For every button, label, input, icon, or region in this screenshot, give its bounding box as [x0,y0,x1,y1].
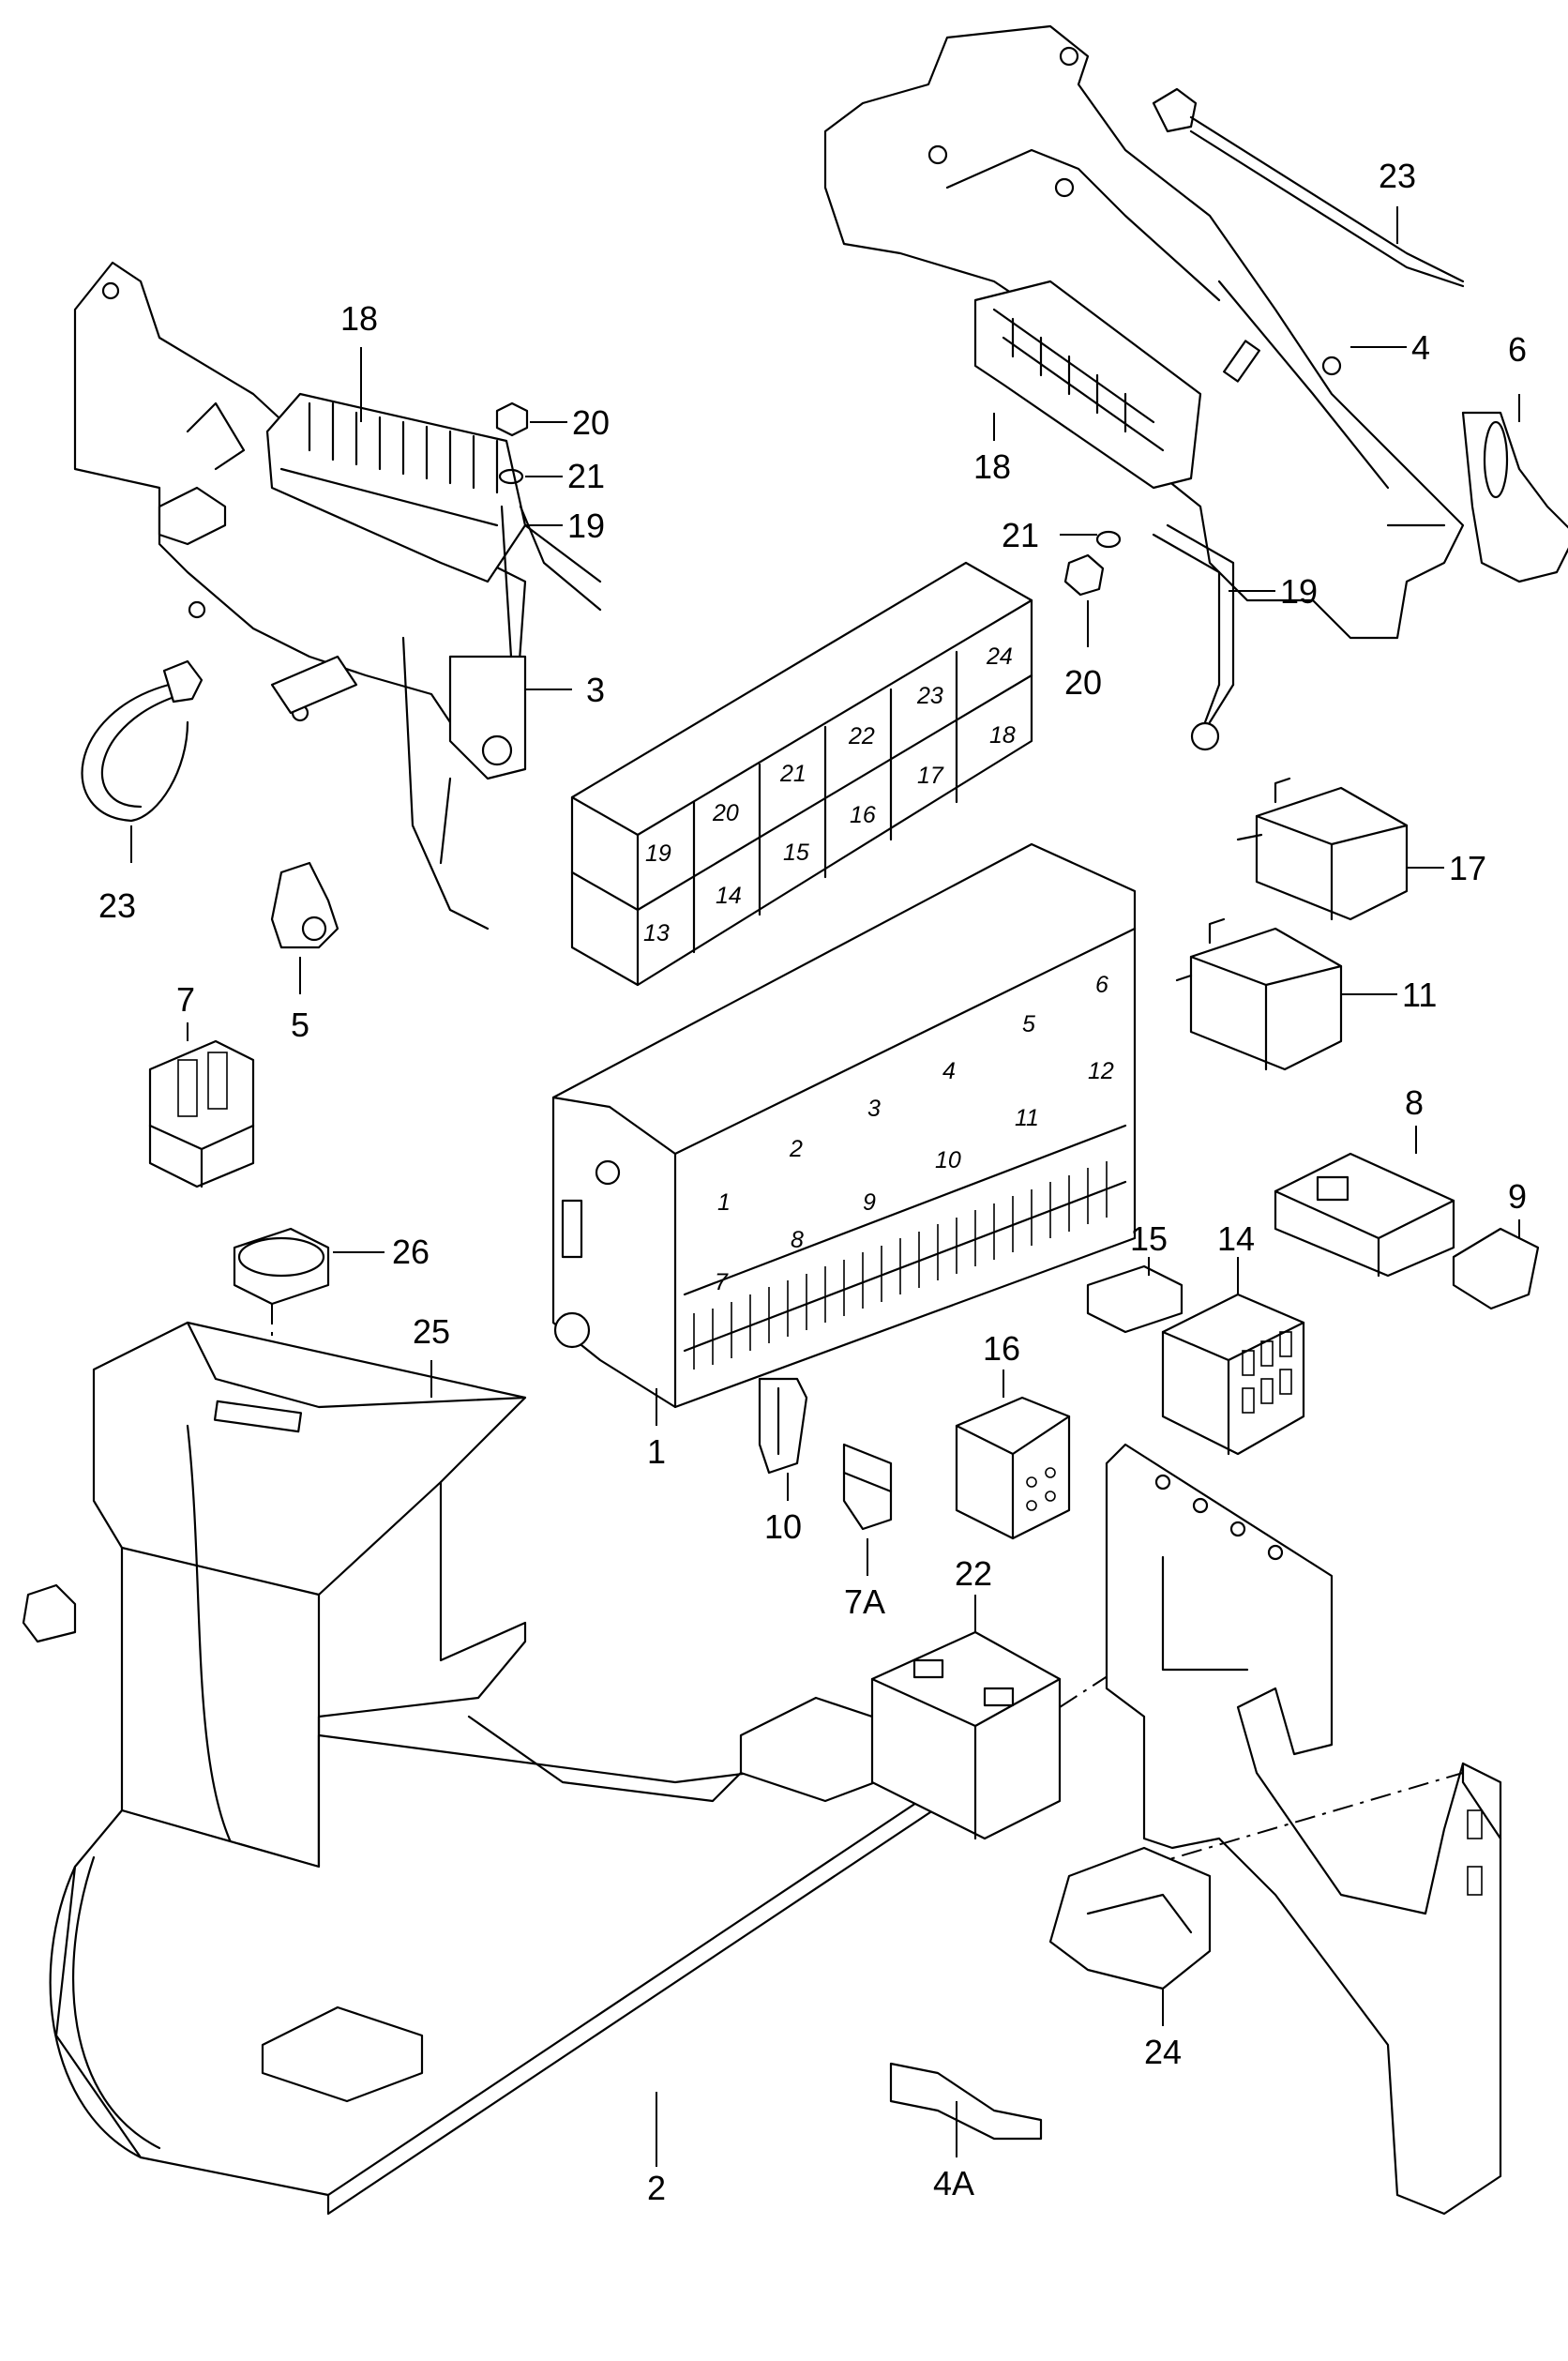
part-3-upper-left-bracket [73,261,527,931]
callout-19a: 19 [567,507,605,545]
callout-8: 8 [1405,1083,1424,1122]
part-15-clip [1086,1264,1184,1334]
callout-25: 25 [413,1312,450,1351]
slot-9: 9 [863,1189,876,1216]
part-16-socket [955,1396,1071,1540]
slot-16: 16 [850,802,876,828]
callout-26: 26 [392,1233,430,1271]
part-7-connector [148,1039,255,1188]
part-11-relay [1175,917,1343,1071]
slot-23: 23 [916,683,943,709]
part-5-clip [270,861,339,949]
callout-18a: 18 [340,299,378,338]
callout-20a: 20 [572,403,610,442]
callout-24: 24 [1144,2033,1182,2071]
part-20-nut-left [495,401,529,437]
part-26-clip [233,1227,330,1306]
part-21-washer-right [1095,530,1122,549]
part-10-clip [758,1377,808,1475]
callout-20b: 20 [1064,663,1102,702]
callout-14: 14 [1217,1219,1255,1258]
part-4A-pin [889,2062,1043,2141]
part-4-upper-bracket [823,24,1465,640]
callout-6: 6 [1508,330,1527,369]
slot-14: 14 [716,883,742,909]
callout-4: 4 [1411,328,1430,367]
callout-4A: 4A [933,2164,974,2202]
part-23-cable-tie-top [1152,87,1465,288]
callout-17: 17 [1449,849,1486,887]
callout-15: 15 [1130,1219,1168,1258]
part-7A-contact [842,1443,893,1531]
callout-labels: 1 2 3 4 4A 5 6 7 7A 8 9 10 11 14 15 16 1… [98,157,1527,2207]
part-20-nut-right [1063,553,1105,597]
slot-15: 15 [783,840,809,866]
callout-1: 1 [647,1432,666,1471]
slot-20: 20 [712,800,739,826]
part-23-cable-tie-left [81,659,204,823]
callout-11: 11 [1402,976,1437,1014]
slot-24: 24 [986,643,1013,670]
part-18-connector-left [265,392,527,583]
callout-18b: 18 [973,447,1011,486]
part-19-ground-strap-right [1152,523,1235,751]
slot-4: 4 [942,1058,956,1084]
slot-3: 3 [867,1096,881,1122]
part-24-bracket [1105,1443,1502,2216]
callout-21a: 21 [567,457,605,495]
part-17-relay [1236,777,1409,921]
part-9-fuse [1452,1227,1540,1310]
part-2-tray [49,1696,977,2216]
slot-18: 18 [989,722,1016,749]
slot-19: 19 [645,840,671,867]
callout-7: 7 [176,980,195,1019]
slot-7: 7 [715,1269,729,1295]
slot-22: 22 [848,723,875,749]
callout-2: 2 [647,2169,666,2207]
slot-5: 5 [1022,1011,1035,1037]
slot-13: 13 [643,920,670,946]
callout-10: 10 [764,1507,802,1546]
part-21-washer-left [498,468,524,485]
callout-23b: 23 [98,886,136,925]
callout-7A: 7A [844,1582,885,1621]
slot-17: 17 [917,763,944,789]
slot-21: 21 [779,761,807,787]
slot-8: 8 [791,1227,804,1253]
part-14-socket [1161,1293,1305,1456]
callout-21b: 21 [1002,516,1039,554]
slot-11: 11 [1015,1105,1039,1131]
slot-1: 1 [717,1189,731,1216]
part-8-fuse-holder [1274,1152,1455,1278]
callout-9: 9 [1508,1177,1527,1216]
callout-5: 5 [291,1006,309,1044]
leader-lines [130,206,1520,2167]
slot-12: 12 [1088,1058,1114,1084]
relay-bank [570,561,1033,987]
part-1-relay-box [551,842,1137,1409]
part-24-clip [1048,1846,1212,1990]
slot-10: 10 [935,1147,961,1173]
callout-22: 22 [955,1554,992,1593]
part-6-clip [1461,411,1568,583]
callout-3: 3 [586,671,605,709]
slot-6: 6 [1095,972,1108,998]
part-22-block [870,1630,1062,1840]
part-18-connector-right [973,280,1260,490]
part-25-cover [22,1321,527,1869]
slot-2: 2 [789,1136,803,1162]
relay-slot-labels: 1 2 3 4 5 6 7 8 9 10 11 12 13 14 15 16 1… [643,643,1114,1295]
callout-19b: 19 [1280,572,1318,611]
callout-16: 16 [983,1329,1020,1368]
callout-23a: 23 [1379,157,1416,195]
